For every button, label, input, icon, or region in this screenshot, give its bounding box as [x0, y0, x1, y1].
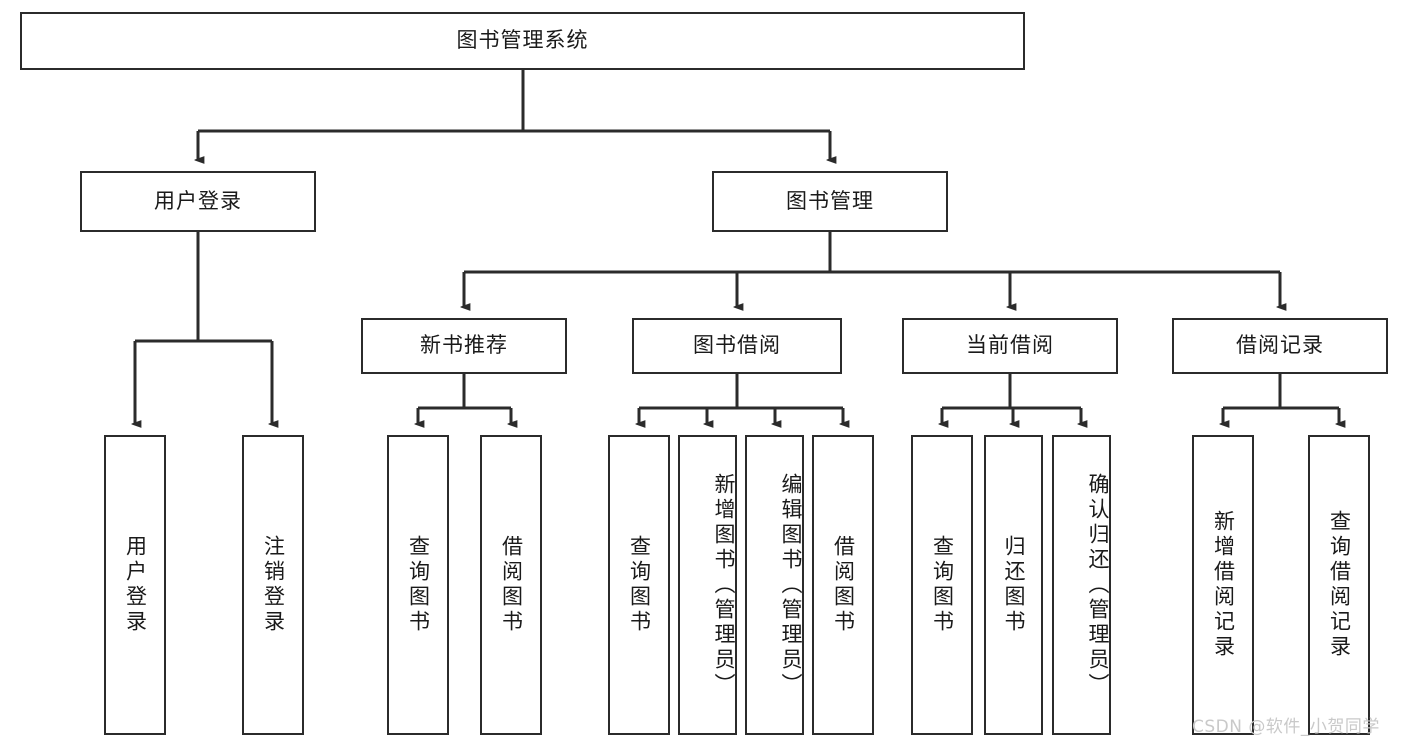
node-book-manage[interactable]: 图书管理: [712, 171, 948, 232]
node-borrow-records-label: 借阅记录: [1236, 333, 1324, 358]
node-add-book-admin-label: 新增图书（管理员）: [712, 472, 736, 698]
node-user-logout[interactable]: 注销登录: [242, 435, 304, 735]
node-new-book-recommend[interactable]: 新书推荐: [361, 318, 567, 374]
node-edit-book-admin[interactable]: 编辑图书（管理员）: [745, 435, 804, 735]
node-book-borrow-label: 图书借阅: [693, 333, 781, 358]
node-new-book-recommend-label: 新书推荐: [420, 333, 508, 358]
node-query-book-3[interactable]: 查询图书: [911, 435, 973, 735]
node-current-borrow[interactable]: 当前借阅: [902, 318, 1118, 374]
node-book-borrow[interactable]: 图书借阅: [632, 318, 842, 374]
watermark: CSDN @软件_小贺同学: [1192, 717, 1380, 737]
node-user-logout-label: 注销登录: [261, 535, 286, 635]
node-edit-book-admin-label: 编辑图书（管理员）: [779, 472, 803, 698]
node-user-login-do-label: 用户登录: [123, 535, 148, 635]
node-add-borrow-record-label: 新增借阅记录: [1211, 510, 1236, 660]
node-query-borrow-record[interactable]: 查询借阅记录: [1308, 435, 1370, 735]
node-book-manage-label: 图书管理: [786, 188, 874, 213]
node-confirm-return-admin[interactable]: 确认归还（管理员）: [1052, 435, 1111, 735]
node-user-login-do[interactable]: 用户登录: [104, 435, 166, 735]
node-user-login[interactable]: 用户登录: [80, 171, 316, 232]
node-root-label: 图书管理系统: [456, 28, 589, 53]
node-query-book-2[interactable]: 查询图书: [608, 435, 670, 735]
node-query-book-3-label: 查询图书: [930, 535, 955, 635]
node-borrow-book-1-label: 借阅图书: [499, 535, 524, 635]
node-root[interactable]: 图书管理系统: [20, 12, 1025, 70]
node-current-borrow-label: 当前借阅: [966, 333, 1054, 358]
node-borrow-book-2-label: 借阅图书: [831, 535, 856, 635]
node-return-book-label: 归还图书: [1002, 535, 1027, 635]
node-borrow-book-2[interactable]: 借阅图书: [812, 435, 874, 735]
node-confirm-return-admin-label: 确认归还（管理员）: [1086, 472, 1110, 698]
node-add-borrow-record[interactable]: 新增借阅记录: [1192, 435, 1254, 735]
node-borrow-book-1[interactable]: 借阅图书: [480, 435, 542, 735]
node-return-book[interactable]: 归还图书: [984, 435, 1043, 735]
node-query-borrow-record-label: 查询借阅记录: [1327, 510, 1352, 660]
node-user-login-label: 用户登录: [154, 188, 242, 213]
node-query-book-1[interactable]: 查询图书: [387, 435, 449, 735]
node-query-book-1-label: 查询图书: [406, 535, 431, 635]
node-add-book-admin[interactable]: 新增图书（管理员）: [678, 435, 737, 735]
node-query-book-2-label: 查询图书: [627, 535, 652, 635]
node-borrow-records[interactable]: 借阅记录: [1172, 318, 1388, 374]
